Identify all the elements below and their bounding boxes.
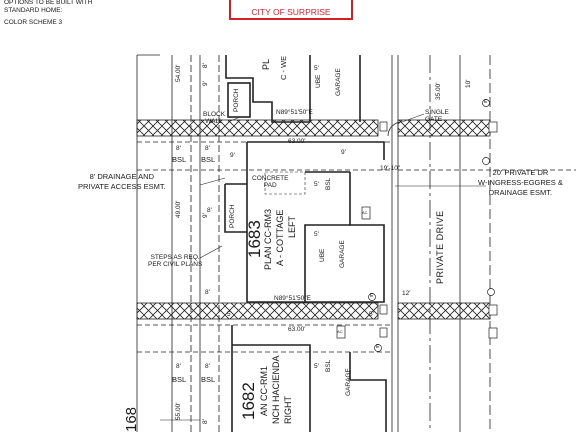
approval-stamp: CITY OF SURPRISE <box>229 0 353 20</box>
dim-upper-9: 9' <box>230 152 235 159</box>
dim-1683-5: 5' <box>314 181 319 188</box>
dim-1682-5: 5' <box>314 363 319 370</box>
lot-1683-side: LEFT <box>287 215 297 238</box>
bsl-upper-left: BSL <box>172 155 187 164</box>
single-gate-label: SINGLE GATE <box>425 109 449 123</box>
private-dr-easement-note: 20' PRIVATE DR W-INGRESS-EGGRES & DRAINA… <box>478 168 563 197</box>
top-plan-label: PL <box>261 58 271 70</box>
building-footprints <box>224 55 387 432</box>
top-ube-label: UBE <box>315 74 322 88</box>
bsl-1682-label: BSL <box>325 359 332 372</box>
bearing-lower: N89°51'50"E <box>274 295 311 302</box>
ube-1683-label: UBE <box>319 248 326 262</box>
e-symbol-upper: E <box>484 99 488 105</box>
top-garage-label: GARAGE <box>335 68 342 96</box>
lot-number-1683: 1683 <box>245 220 264 258</box>
lot-1682-elevation: NCH HACIENDA <box>271 355 281 424</box>
meter-circles <box>368 99 495 352</box>
dim-mid-9: 9' <box>202 213 209 218</box>
width-upper: 63.00' <box>288 138 306 145</box>
dim-55: 55.00' <box>175 402 182 420</box>
dim-street-35: 35.00' <box>435 82 442 100</box>
ac-symbol-1682: AC <box>337 329 343 334</box>
dim-54: 54.00' <box>175 64 182 82</box>
garage-1682-label: GARAGE <box>345 368 352 396</box>
block-wall-label: BLOCK WALL <box>203 111 226 125</box>
dim-12: 12' <box>402 290 411 297</box>
width-lower: 63.00' <box>288 326 306 333</box>
dim-mid-8: 8' <box>207 207 212 214</box>
steps-note: STEPS AS REQ. PER CIVIL PLANS <box>148 254 203 268</box>
dim-lower-8-right: 8' <box>205 363 210 370</box>
lot-1683-plan: PLAN CC-RM3 <box>263 208 273 270</box>
single-gate <box>387 121 403 137</box>
block-walls <box>136 119 491 320</box>
garage-1683-label: GARAGE <box>339 240 346 268</box>
bsl-1683-label: BSL <box>325 177 332 190</box>
e-symbol-lower: E <box>376 344 380 350</box>
lot-1683-elevation: A - COTTAGE <box>275 209 285 266</box>
stamp-text: CITY OF SURPRISE <box>251 7 331 17</box>
dim-lower-5-left: 5' <box>227 311 232 318</box>
dim-top-8: 8' <box>202 63 209 68</box>
top-elevation-label: C - WE <box>279 55 288 80</box>
equipment-boxes <box>336 121 498 339</box>
e-symbol-mid: E <box>370 293 374 299</box>
top-porch-label: PORCH <box>233 88 240 112</box>
bsl-lower-right: BSL <box>201 375 216 384</box>
dim-lower-8: 8' <box>205 289 210 296</box>
concrete-pad-label: CONCRETE PAD <box>252 175 289 189</box>
bsl-upper-right: BSL <box>201 155 216 164</box>
lot-number-1682: 1682 <box>239 382 258 420</box>
bsl-lower-left: BSL <box>172 375 187 384</box>
dim-1682-8: 8' <box>202 419 209 424</box>
dim-top-9: 9' <box>202 81 209 86</box>
dim-lower-8-left: 8' <box>176 363 181 370</box>
dim-top-5: 5' <box>314 65 319 72</box>
dim-upper-9-right: 9' <box>341 149 346 156</box>
dim-lower-5-right: 5' <box>369 311 374 318</box>
porch-1683-label: PORCH <box>229 204 236 228</box>
dim-upper-8-left: 8' <box>176 145 181 152</box>
dim-49: 49.00' <box>175 200 182 218</box>
private-drive-lines <box>391 55 491 432</box>
header-note-3: COLOR SCHEME 3 <box>4 19 63 26</box>
private-drive-label: PRIVATE DRIVE <box>435 210 445 284</box>
dim-19-10: 19'-10" <box>380 165 401 172</box>
dim-street-10: 10' <box>465 79 472 88</box>
gate-leader <box>401 113 425 123</box>
drainage-easement-note: 8' DRAINAGE AND PRIVATE ACCESS ESMT. <box>78 172 166 192</box>
leader-lines <box>160 116 486 421</box>
lot-1682-side: RIGHT <box>283 396 293 424</box>
concrete-pad <box>264 171 306 195</box>
dim-1683-5-lower: 5' <box>314 231 319 238</box>
header-note-2: STANDARD HOME: <box>4 7 63 14</box>
header-note-1: OPTIONS TO BE BUILT WITH <box>4 0 93 6</box>
lot-number-bottom: 168 <box>123 406 140 432</box>
left-easement-lines <box>136 54 220 432</box>
ac-symbol-1683: AC <box>362 210 368 215</box>
lot-1682-plan: AN CC-RM1 <box>259 365 269 416</box>
bearing-upper: N89°51'50"E <box>276 109 313 116</box>
dim-upper-8-right: 8' <box>205 145 210 152</box>
